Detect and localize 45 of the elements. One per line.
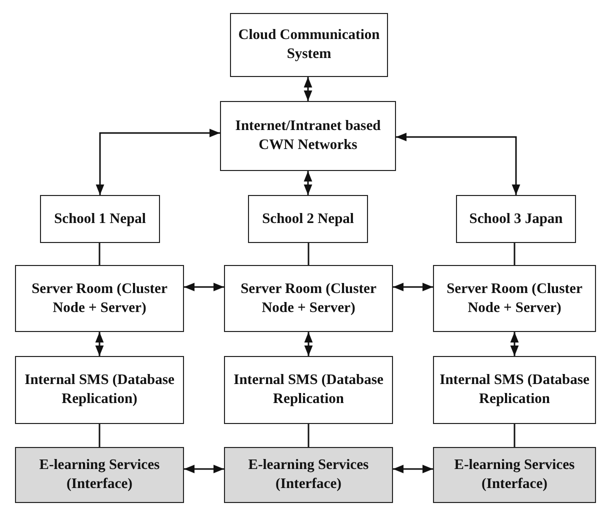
process-box (15, 356, 184, 424)
arrow (393, 464, 433, 474)
process-box (15, 265, 184, 332)
process-box (224, 265, 393, 332)
process-box (220, 101, 396, 171)
box-label: E-learning Services (Interface) (453, 456, 576, 494)
box-label: Internal SMS (Database Replication (232, 371, 384, 409)
arrow (184, 464, 224, 474)
box-label: Internet/Intranet based CWN Networks (234, 117, 382, 155)
arrow (304, 77, 312, 101)
box-label: Server Room (Cluster Node + Server) (240, 280, 378, 318)
arrow (184, 282, 224, 292)
arrow (304, 171, 312, 195)
service-box (224, 447, 393, 503)
connector-line (308, 424, 310, 447)
box-label: Cloud Communication System (237, 26, 381, 64)
service-box (15, 447, 184, 503)
box-label: School 2 Nepal (262, 210, 354, 228)
process-box (224, 356, 393, 424)
box-label: Internal SMS (Database Replication (438, 371, 590, 409)
process-box (248, 195, 368, 243)
box-label: E-learning Services (Interface) (38, 456, 161, 494)
arrow (96, 128, 220, 195)
box-label: Server Room (Cluster Node + Server) (446, 280, 584, 318)
service-box (433, 447, 596, 503)
arrow (393, 282, 433, 292)
process-box (433, 265, 596, 332)
box-label: Internal SMS (Database Replication) (24, 371, 176, 409)
box-label: School 1 Nepal (54, 210, 146, 228)
process-box (456, 195, 576, 243)
connector-line (308, 243, 310, 265)
arrow (304, 332, 313, 356)
connector-line (514, 243, 516, 265)
box-label: Server Room (Cluster Node + Server) (30, 280, 168, 318)
arrow (95, 332, 104, 356)
connector-line (98, 243, 100, 265)
arrow (396, 132, 520, 195)
box-label: E-learning Services (Interface) (247, 456, 370, 494)
box-label: School 3 Japan (469, 210, 563, 228)
arrow (510, 332, 519, 356)
process-box (230, 13, 388, 77)
process-box (40, 195, 160, 243)
connector-line (514, 424, 516, 447)
connector-line (98, 424, 100, 447)
process-box (433, 356, 596, 424)
